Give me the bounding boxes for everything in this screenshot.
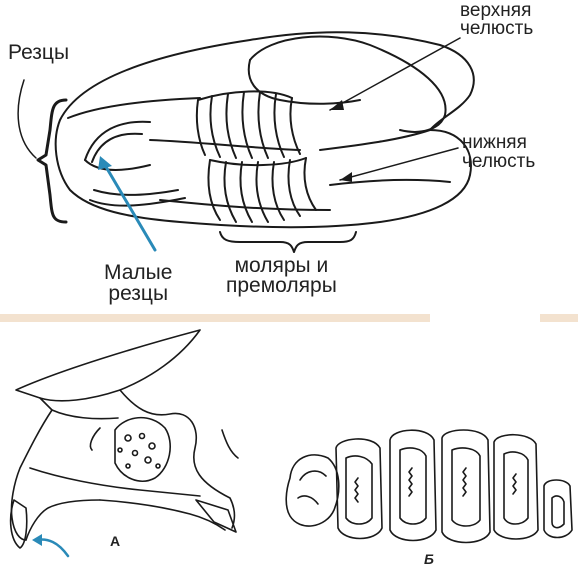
- skull-side-sketch: [9, 329, 239, 549]
- label-panel-a: А: [110, 533, 121, 549]
- divider-left: [0, 314, 430, 322]
- skull-diagram-top: Резцы верхняя челюсть нижняя челюсть Мал…: [8, 0, 536, 305]
- upper-molars: [195, 90, 301, 159]
- skull-outline-drawing: [17, 31, 475, 253]
- incisor-bracket: [36, 98, 68, 224]
- label-incisors: Резцы: [8, 41, 70, 64]
- skull-diagram-bottom: А Б: [0, 318, 578, 581]
- label-molars-premolars: моляры и премоляры: [226, 254, 337, 297]
- label-small-incisors: Малые резцы: [104, 261, 173, 305]
- label-panel-b: Б: [424, 551, 434, 567]
- skull-sketch-drawing: [9, 329, 573, 558]
- label-upper-jaw: верхняя челюсть: [460, 0, 534, 40]
- lower-molars: [207, 157, 317, 223]
- molar-bracket: [219, 231, 357, 253]
- tooth-row-sketch: [285, 429, 573, 544]
- divider-right: [540, 314, 578, 322]
- label-lower-jaw: нижняя челюсть: [462, 132, 536, 172]
